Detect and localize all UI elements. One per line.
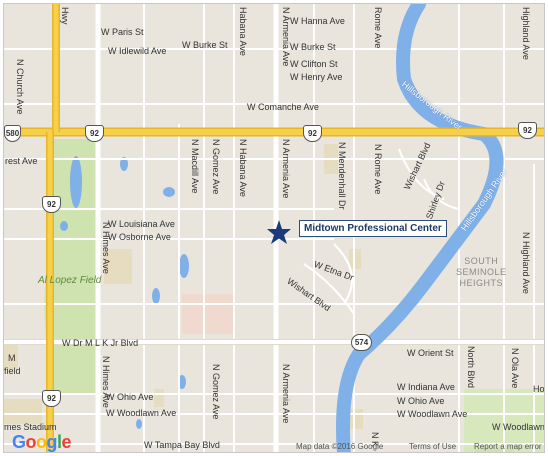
us-92-shield-left: 92 (85, 125, 104, 142)
street-label-rest: rest Ave (5, 156, 38, 166)
place-label-al-lopez: Al Lopez Field (38, 275, 102, 286)
street-label-hanna: W Hanna Ave (290, 16, 345, 26)
us-92-shield-mid: 92 (303, 125, 322, 142)
street-label-rome: N Rome Ave (373, 144, 383, 195)
street-label-woodlawn-far: W Woodlawn (492, 422, 545, 432)
street-label-comanche: W Comanche Ave (247, 102, 319, 112)
street-label-clifton: W Clifton St (290, 59, 338, 69)
street-label-burke-west: W Burke St (182, 40, 228, 50)
place-label-stadium: mes Stadium (4, 422, 57, 432)
street-label-himes: N Himes Ave (101, 222, 111, 274)
street-label-rome-top: Rome Ave (373, 7, 383, 49)
map-base (4, 4, 544, 452)
street-label-ohio-east: W Ohio Ave (397, 396, 445, 406)
street-label-woodlawn-east: W Woodlawn Ave (397, 409, 468, 419)
street-label-hwy: Hwy (60, 7, 70, 25)
street-label-mendenhall: N Mendenhall Dr (337, 142, 347, 210)
street-label-henry: W Henry Ave (290, 72, 343, 82)
street-label-habana-top: Habana Ave (238, 7, 248, 56)
place-label-field: field (4, 366, 21, 376)
street-label-ho: Ho (533, 384, 545, 394)
terms-link[interactable]: Terms of Use (409, 442, 457, 451)
street-label-orient: W Orient St (407, 348, 454, 358)
street-label-himes-2: N Himes Ave (101, 356, 111, 408)
us-92-shield-right: 92 (518, 122, 537, 139)
street-label-highland: N Highland Ave (521, 232, 531, 294)
street-label-north-blvd: North Blvd (466, 346, 476, 389)
street-label-idlewild: W Idlewild Ave (108, 46, 167, 56)
street-label-tampa-bay: W Tampa Bay Blvd (144, 440, 220, 450)
place-label-m: M (8, 353, 16, 363)
us-92-shield-south-b: 92 (42, 390, 61, 407)
street-label-highland-top: Highland Ave (521, 7, 531, 60)
street-label-macdill: N Macdill Ave (190, 139, 200, 194)
street-label-gomez-2: N Gomez Ave (211, 364, 221, 420)
street-label-osborne: W Osborne Ave (108, 232, 171, 242)
street-label-ohio: W Ohio Ave (106, 392, 154, 402)
report-error-link[interactable]: Report a map error (474, 442, 542, 451)
street-label-armenia: N Armenia Ave (281, 139, 291, 199)
street-label-habana: N Habana Ave (238, 139, 248, 197)
location-label[interactable]: Midtown Professional Center (299, 220, 447, 237)
sr-574-shield: 574 (351, 334, 372, 351)
street-label-mlk: W Dr M L K Jr Blvd (62, 338, 139, 348)
map-canvas[interactable]: W Paris St W Idlewild Ave W Burke St W H… (3, 3, 545, 453)
interstate-580-shield: 580 (4, 125, 21, 142)
google-logo[interactable]: Google (12, 432, 72, 452)
street-label-armenia-top: N Armenia Ave (281, 7, 291, 67)
street-label-church: N Church Ave (15, 59, 25, 115)
star-icon[interactable] (266, 219, 292, 245)
street-label-louisiana: W Louisiana Ave (108, 219, 175, 229)
street-label-paris: W Paris St (101, 27, 144, 37)
street-label-gomez: N Gomez Ave (211, 139, 221, 195)
us-92-shield-south-a: 92 (42, 196, 61, 213)
street-label-ola: N Ola Ave (510, 348, 520, 389)
map-data-attribution: Map data ©2016 Google (296, 442, 384, 451)
street-label-armenia-2: N Armenia Ave (281, 364, 291, 424)
street-label-woodlawn: W Woodlawn Ave (106, 408, 177, 418)
street-label-indiana-east: W Indiana Ave (397, 382, 455, 392)
street-label-burke: W Burke St (290, 42, 336, 52)
neighborhood-label-south-seminole: SOUTH SEMINOLE HEIGHTS (456, 256, 507, 288)
